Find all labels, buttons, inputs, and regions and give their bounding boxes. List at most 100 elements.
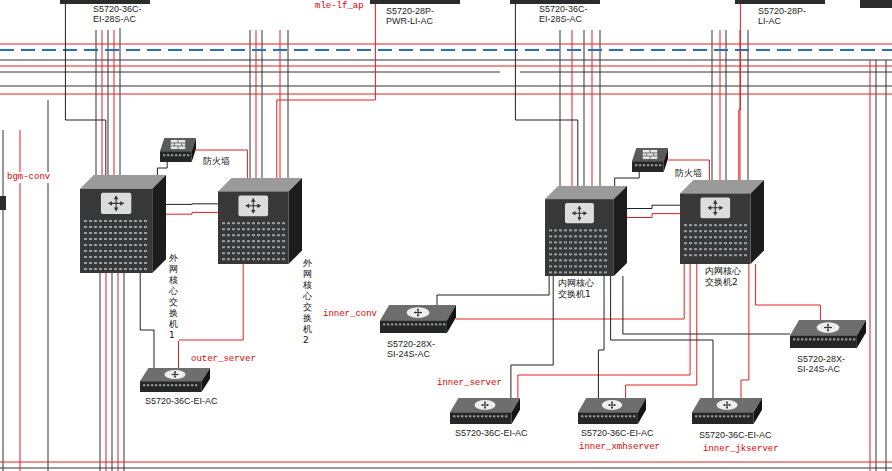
port: [744, 242, 747, 244]
switch-symbol: [165, 370, 186, 379]
port: [601, 415, 603, 417]
port: [635, 164, 637, 166]
port: [124, 232, 127, 234]
port: [744, 224, 747, 226]
network-link: [756, 264, 821, 320]
device-icon: [140, 368, 210, 392]
port: [633, 415, 635, 417]
port: [262, 234, 265, 236]
port: [734, 242, 737, 244]
port: [419, 323, 421, 325]
core-switch: 外网核心交换机1: [80, 175, 166, 273]
port: [564, 253, 567, 255]
port: [99, 220, 102, 222]
port: [171, 384, 173, 386]
port: [99, 262, 102, 264]
port: [179, 384, 181, 386]
port: [735, 415, 737, 417]
port: [247, 252, 250, 254]
port: [89, 232, 92, 234]
port: [549, 247, 552, 249]
port: [94, 250, 97, 252]
port: [175, 384, 177, 386]
box-front: [692, 412, 754, 424]
access-switch: S5720-28P-LI-AC: [735, 0, 825, 4]
port: [719, 236, 722, 238]
port: [277, 228, 280, 230]
port: [714, 230, 717, 232]
port: [99, 226, 102, 228]
cabinet-front: [680, 193, 751, 264]
port: [94, 220, 97, 222]
box-front: [450, 412, 512, 424]
port: [134, 250, 137, 252]
port: [129, 220, 132, 222]
port: [793, 338, 795, 340]
port: [144, 250, 147, 252]
port: [584, 229, 587, 231]
port: [841, 338, 843, 340]
port: [574, 259, 577, 261]
cabinet-side: [152, 175, 166, 273]
port: [227, 246, 230, 248]
port: [734, 236, 737, 238]
port: [124, 226, 127, 228]
model-label: S5720-36C-EI-28S-AC: [538, 4, 592, 24]
port: [744, 254, 747, 256]
port: [257, 222, 260, 224]
port: [257, 258, 260, 260]
port: [569, 229, 572, 231]
port: [134, 256, 137, 258]
port: [222, 240, 225, 242]
port: [104, 226, 107, 228]
port: [143, 384, 145, 386]
port: [144, 262, 147, 264]
port: [584, 241, 587, 243]
port: [232, 234, 235, 236]
port: [403, 323, 405, 325]
black-wires: [0, 28, 892, 471]
port: [252, 222, 255, 224]
box-front: [160, 151, 192, 162]
port: [94, 244, 97, 246]
port: [589, 415, 591, 417]
port: [729, 242, 732, 244]
port: [119, 256, 122, 258]
port: [554, 253, 557, 255]
device-icon: [160, 138, 196, 162]
port: [574, 247, 577, 249]
box-side: [857, 320, 866, 348]
port: [129, 268, 132, 270]
port: [114, 238, 117, 240]
port: [709, 236, 712, 238]
port: [84, 226, 87, 228]
port: [99, 250, 102, 252]
port: [579, 247, 582, 249]
port: [119, 262, 122, 264]
access-switch: inner_convS5720-28X-SI-24S-AC: [380, 305, 456, 333]
port: [89, 268, 92, 270]
port: [647, 164, 649, 166]
port: [262, 222, 265, 224]
port: [729, 254, 732, 256]
core-switch: 外网核心交换机2: [218, 178, 302, 264]
port: [715, 415, 717, 417]
network-link: [196, 150, 247, 178]
arrow-symbol: [172, 371, 179, 378]
port: [559, 247, 562, 249]
port: [699, 230, 702, 232]
device-icon: [80, 175, 166, 273]
port: [559, 253, 562, 255]
cut-device: [860, 0, 892, 8]
switch-symbol: [700, 197, 730, 218]
port: [267, 258, 270, 260]
port: [262, 246, 265, 248]
arrow-symbol: [708, 200, 723, 215]
port: [187, 154, 189, 156]
port: [684, 248, 687, 250]
port: [227, 228, 230, 230]
port: [282, 252, 285, 254]
port: [94, 226, 97, 228]
port: [579, 259, 582, 261]
device-icon: [450, 398, 520, 424]
